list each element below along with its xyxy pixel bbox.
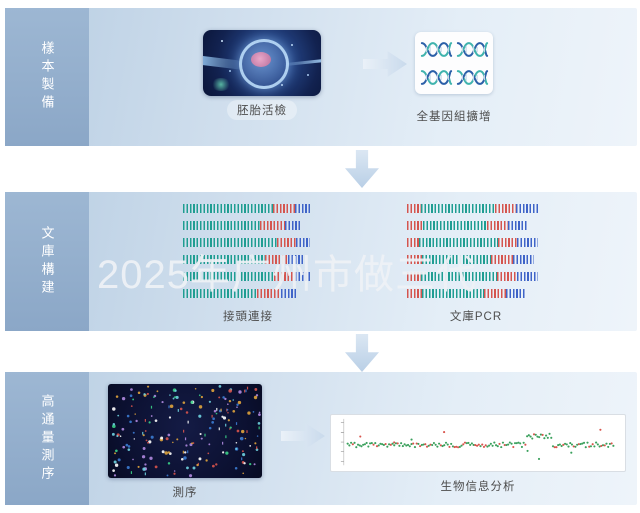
dna-fragment-row <box>183 255 308 264</box>
arrow-right-icon <box>281 423 325 449</box>
sidebar-label: 樣本製備 <box>39 41 55 113</box>
dna-fragment-row <box>407 221 537 230</box>
dna-helix-icon <box>456 41 488 57</box>
dna-fragment-row <box>183 272 313 281</box>
adapter-ligation-caption: 接頭連接 <box>223 311 273 323</box>
dna-fragment-row <box>407 272 545 281</box>
biopsy-needle-icon <box>283 58 321 67</box>
dna-fragment-row <box>183 204 313 213</box>
adapter-ligation-fragments <box>183 204 313 298</box>
dna-helix-icon <box>420 41 452 57</box>
band-sample-preparation: 樣本製備 胚胎活檢 <box>5 8 637 146</box>
embryo-biopsy-image <box>203 30 321 96</box>
sidebar-label: 高通量測序 <box>39 393 55 484</box>
embryo-biopsy-caption: 胚胎活檢 <box>203 100 321 120</box>
cell-debris-icon <box>221 40 223 42</box>
dna-helix-icon <box>456 69 488 85</box>
sidebar-high-throughput-sequencing: 高通量測序 <box>5 372 89 505</box>
dna-fragment-row <box>183 289 300 298</box>
whole-genome-amplification-image <box>415 32 493 94</box>
dna-helix-icon <box>420 69 452 85</box>
holding-pipette-icon <box>203 55 242 70</box>
arrow-down-icon <box>345 150 379 188</box>
bioinformatics-chart <box>330 414 626 472</box>
library-pcr-caption: 文庫PCR <box>449 311 503 323</box>
dna-fragment-row <box>407 255 541 264</box>
sidebar-sample-preparation: 樣本製備 <box>5 8 89 146</box>
dna-fragment-row <box>183 221 304 230</box>
wga-caption: 全基因組擴增 <box>416 111 492 123</box>
dna-fragment-row <box>407 289 534 298</box>
inner-cell-mass-icon <box>251 52 271 67</box>
bioinformatics-caption: 生物信息分析 <box>440 481 516 493</box>
band-library-construction: 文庫構建 接頭連接 文庫PCR 2025年广州市做三代 <box>5 192 637 331</box>
sidebar-label: 文庫構建 <box>39 225 55 298</box>
arrow-down-icon <box>345 334 379 372</box>
sidebar-library-construction: 文庫構建 <box>5 192 89 331</box>
arrow-right-icon <box>363 51 407 77</box>
sequencing-caption: 測序 <box>172 487 198 499</box>
fluorescence-glow-icon <box>211 78 231 91</box>
dna-fragment-row <box>407 238 545 247</box>
band-high-throughput-sequencing: 高通量測序 測序 生物信息分析 <box>5 372 637 505</box>
library-pcr-fragments <box>407 204 545 298</box>
dna-fragment-row <box>183 238 313 247</box>
sequencing-flowcell-image <box>108 384 262 478</box>
watermark-text: 2025年广州市做三代 <box>97 253 477 297</box>
dna-fragment-row <box>407 204 545 213</box>
